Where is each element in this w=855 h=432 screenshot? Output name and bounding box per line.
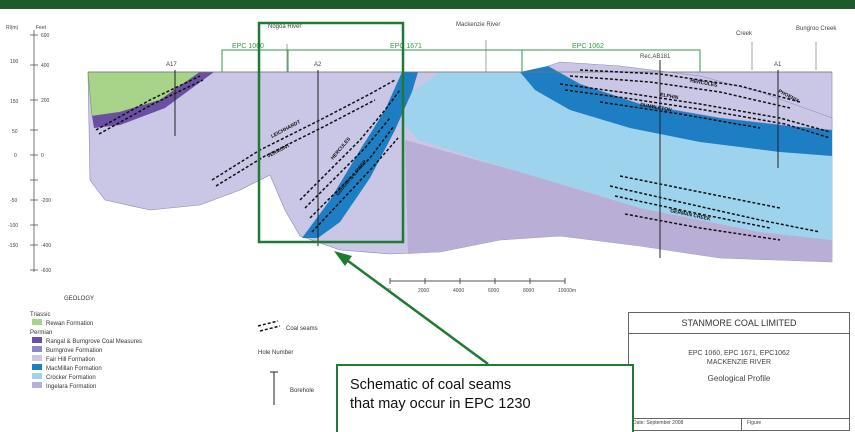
scale-label-feet: Feet [36,25,47,31]
distance-scale-bar: 0 2000 4000 6000 8000 10000m [388,278,576,294]
bungroo-creek-label: Bungroo Creek [796,26,837,32]
borehole-label: A17 [166,62,177,68]
legend-swatch [32,319,42,325]
callout-arrow [343,256,489,366]
legend-item: Crocker Formation [46,375,96,381]
macmillan-formation-west [302,72,418,238]
feet-tick: 200 [41,98,50,104]
rl-tick: 100 [10,59,19,65]
borehole-label: A1 [774,62,782,68]
epc1671-label: EPC 1671 [390,43,422,50]
seam-label: DUMBLETON [640,102,673,114]
legend-borehole: Borehole [290,388,315,394]
legend-heading: GEOLOGY [64,296,94,302]
arrowhead-icon [334,251,352,266]
title-figure: Figure [747,420,762,426]
scale-tick: 2000 [418,288,429,294]
rl-tick: -50 [10,198,17,204]
title-body: EPC 1060, EPC 1671, EPC1062 MACKENZIE RI… [629,333,849,419]
scale-tick: 8000 [523,288,534,294]
rl-tick: 150 [10,99,19,105]
rl-tick: 50 [12,129,18,135]
callout-text: Schematic of coal seams that may occur i… [350,377,531,412]
title-river: MACKENZIE RIVER [706,359,772,366]
feet-tick: 0 [41,153,44,159]
mackenzie-river-label: Mackenzie River [456,22,500,28]
nogoa-river-label: Nogoa River [268,24,301,30]
title-company: STANMORE COAL LIMITED [629,313,849,334]
legend-swatch [32,382,42,388]
rl-tick: -100 [8,223,18,229]
legend-item: Rangal & Burngrove Coal Measures [46,339,142,345]
legend-swatch [32,373,42,379]
seam-label: HERCULES [690,78,719,89]
legend-hole-number: Hole Number [258,350,293,356]
title-permits: EPC 1060, EPC 1671, EPC1062 [688,350,790,357]
feet-tick: -600 [41,268,51,274]
legend-swatch [32,337,42,343]
geology-legend: GEOLOGY Triassic Rewan Formation Permian… [30,296,318,405]
rangal-coal-measures [92,72,214,128]
legend-swatch [32,364,42,370]
epc1062-label: EPC 1062 [572,43,604,50]
title-date: Date: September 2008 [633,420,684,426]
rl-tick: 0 [14,153,17,159]
scale-label-rl: Rl(m) [6,25,19,31]
burngrove-formation [547,61,833,131]
header-bar [0,0,855,9]
boreholes [174,40,817,258]
legend-triassic: Triassic [30,312,50,318]
macmillan-formation-east [520,66,832,156]
legend-item: Rewan Formation [46,321,93,327]
scale-tick: 6000 [488,288,499,294]
crocker-formation [402,72,832,240]
epc-brackets [221,49,701,72]
legend-item: MacMillan Formation [46,366,102,372]
feet-tick: 400 [41,63,50,69]
coal-seams [95,69,831,241]
epc1060-label: EPC 1060 [232,43,264,50]
scale-tick: 10000m [558,288,576,294]
legend-permian: Permian [30,330,52,336]
elevation-scale: Rl(m) Feet 100 150 50 0 -50 -100 -150 60… [6,25,51,274]
title-block: STANMORE COAL LIMITED EPC 1060, EPC 1671… [628,312,850,431]
feet-tick: -200 [41,198,51,204]
seam-label: ELPHIN [660,92,679,101]
coal-seam-symbol [257,320,281,332]
borehole-label: A2 [314,62,322,68]
legend-item: Ingelara Formation [46,384,96,390]
title-profile: Geological Profile [707,374,771,383]
title-footer: Date: September 2008 Figure [629,418,849,430]
scale-tick: 4000 [453,288,464,294]
rl-tick: -150 [8,243,18,249]
legend-coal-seams: Coal seams [286,326,318,332]
creek-label: Creek [736,31,753,37]
legend-swatch [32,355,42,361]
highlight-box [257,21,405,244]
feet-tick: -400 [41,243,51,249]
feet-tick: 600 [41,33,50,39]
legend-item: Burngrove Formation [46,348,102,354]
borehole-label: Rec.AB181 [640,54,671,60]
callout-box: Schematic of coal seams that may occur i… [336,364,634,432]
legend-swatch [32,346,42,352]
legend-item: Fair Hill Formation [46,357,95,363]
